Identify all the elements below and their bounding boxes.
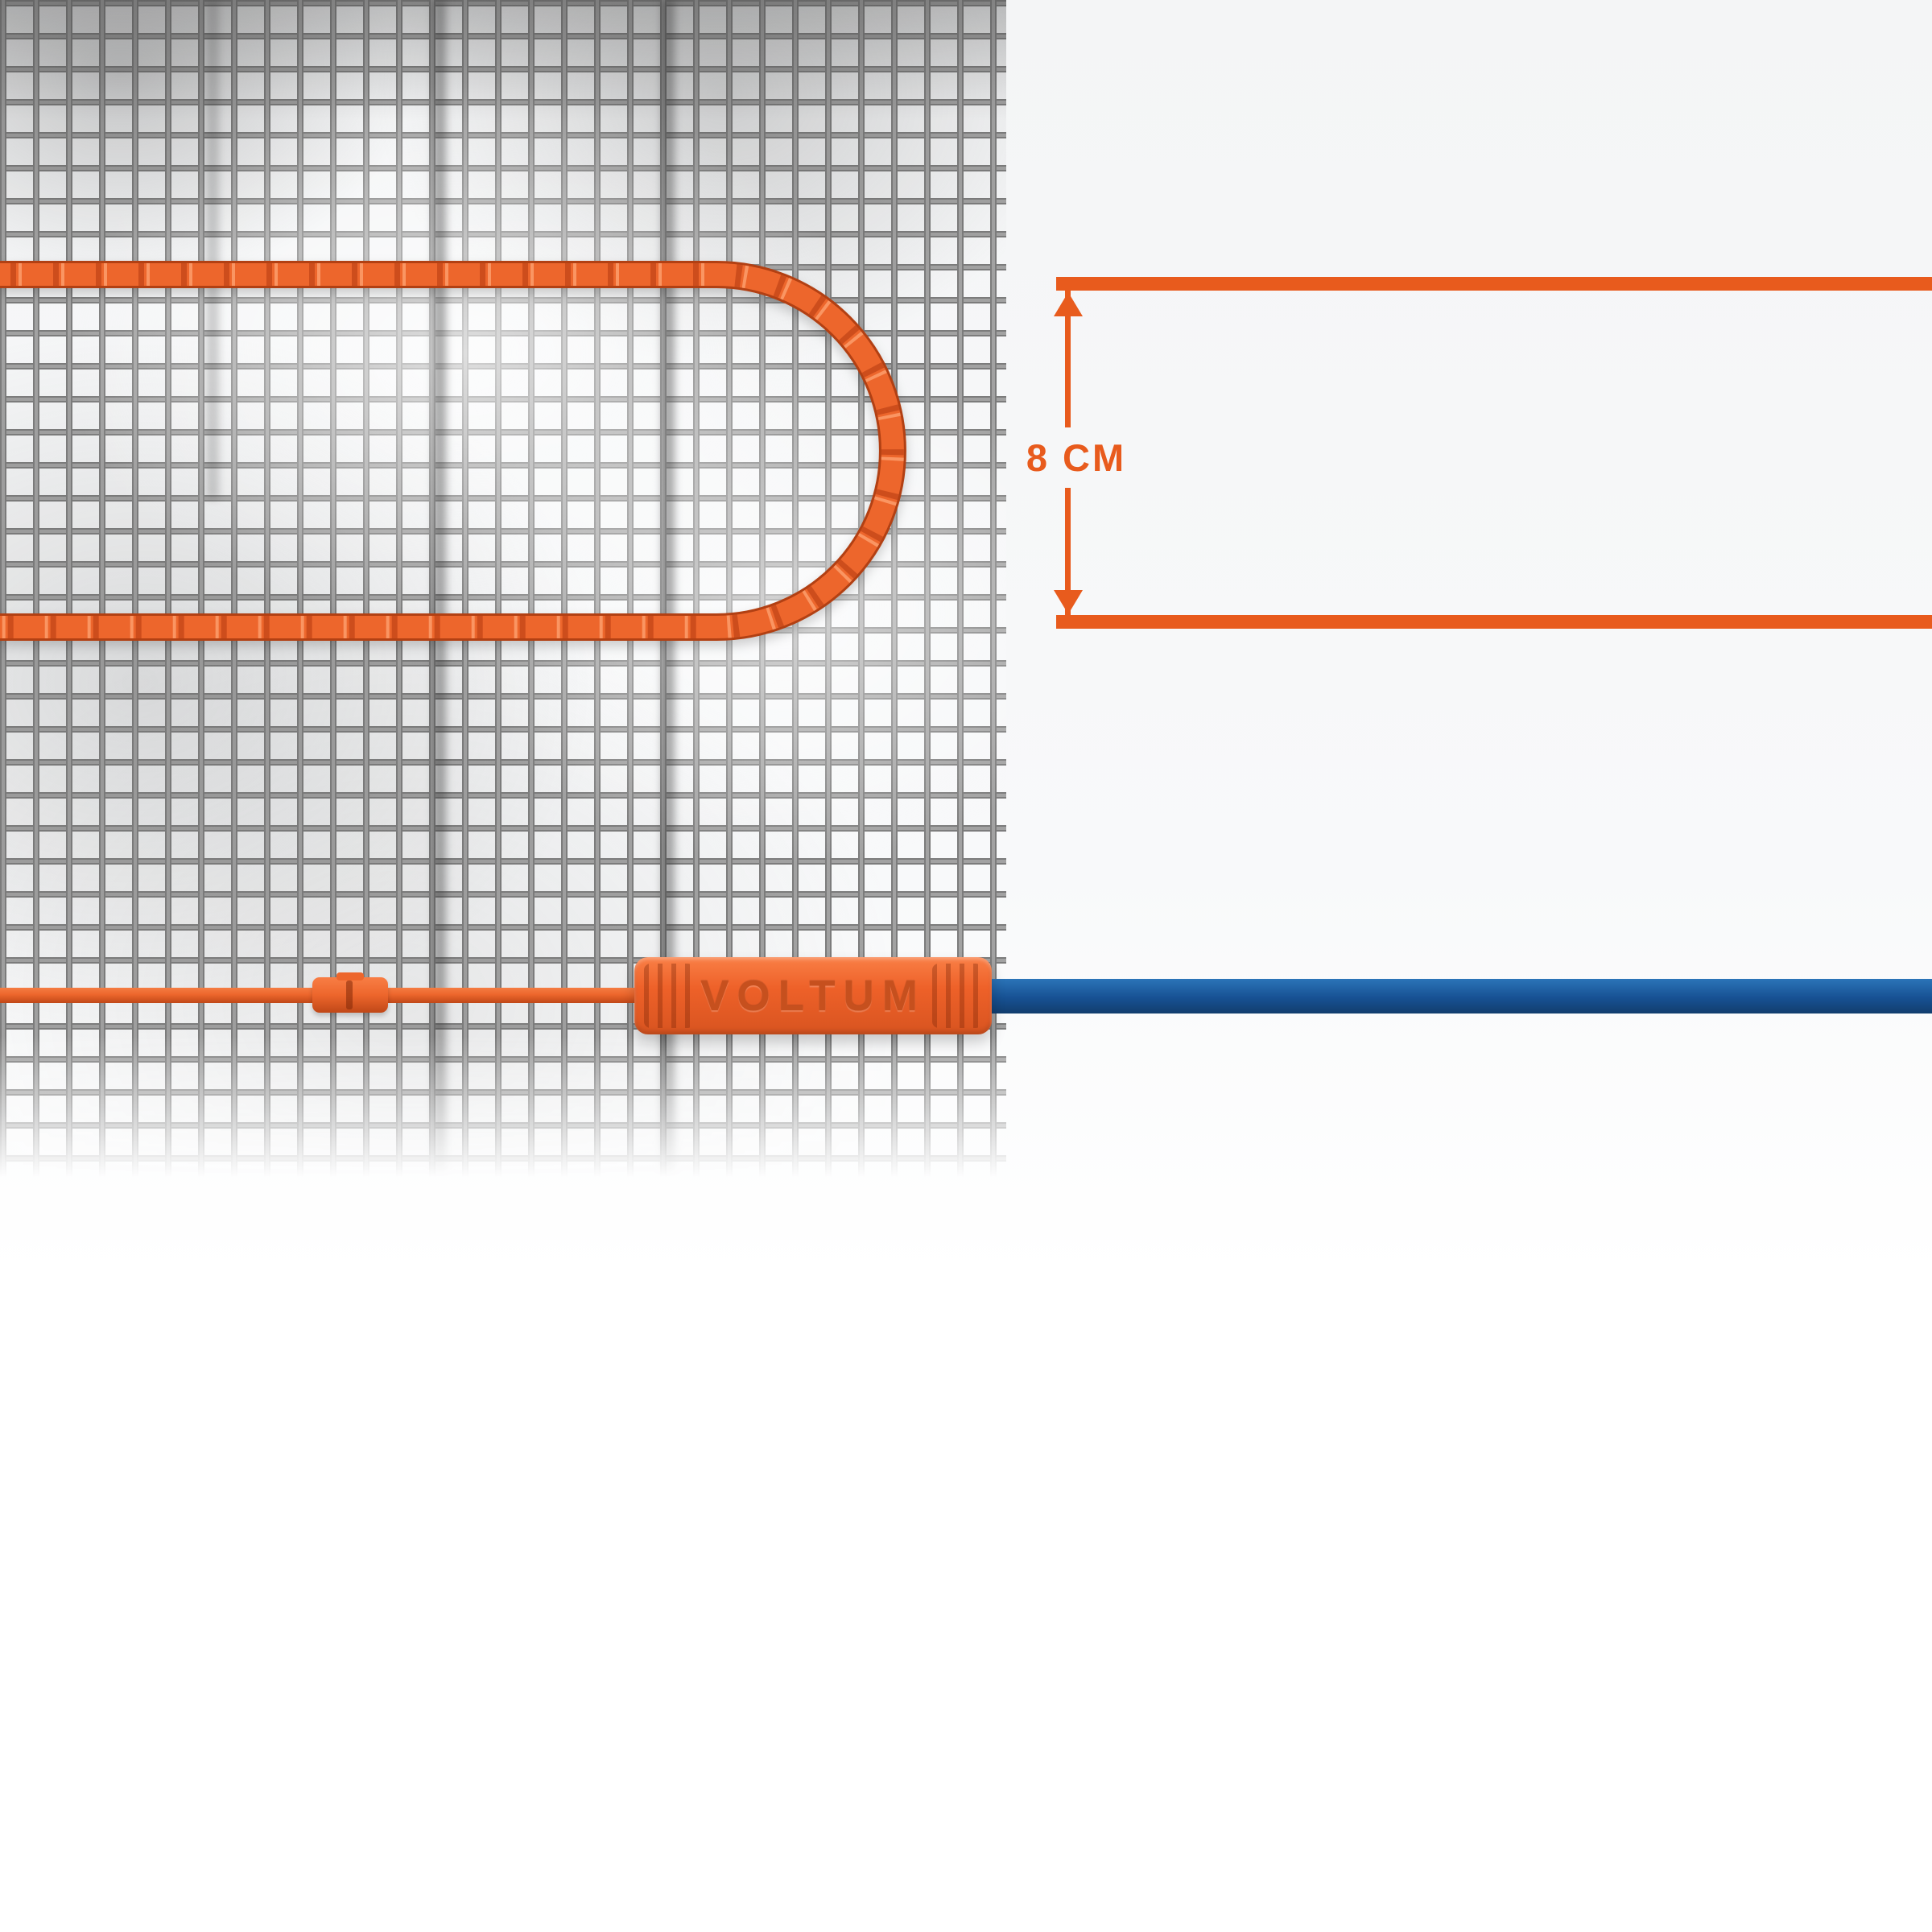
connector-ridges-left (644, 964, 694, 1028)
connector-ridges-right (932, 964, 982, 1028)
arrow-down-icon (1054, 590, 1083, 614)
cold-lead-cable (958, 979, 1932, 1013)
connector-body: VOLTUM (634, 957, 992, 1034)
heating-cable-body (0, 263, 904, 638)
mesh-shadow-band (206, 0, 219, 499)
dimension-bottom-bar (1056, 615, 1932, 629)
dimension-label: 8 CM (1008, 427, 1145, 488)
mesh-shadow-band (662, 0, 675, 1177)
heating-cable-outline (0, 261, 906, 641)
heating-cable-spiral-highlight (0, 263, 904, 638)
clip-slot (346, 980, 353, 1009)
clip-notch (336, 972, 364, 980)
arrow-up-icon (1054, 292, 1083, 316)
mesh-shadow-band (433, 0, 446, 1177)
cable-splice-clip (312, 972, 388, 1013)
heating-cable-spiral-wrap (0, 263, 904, 638)
heating-cable (0, 261, 906, 641)
connector-brand-label: VOLTUM (700, 972, 926, 1020)
dimension-top-bar (1056, 277, 1932, 291)
